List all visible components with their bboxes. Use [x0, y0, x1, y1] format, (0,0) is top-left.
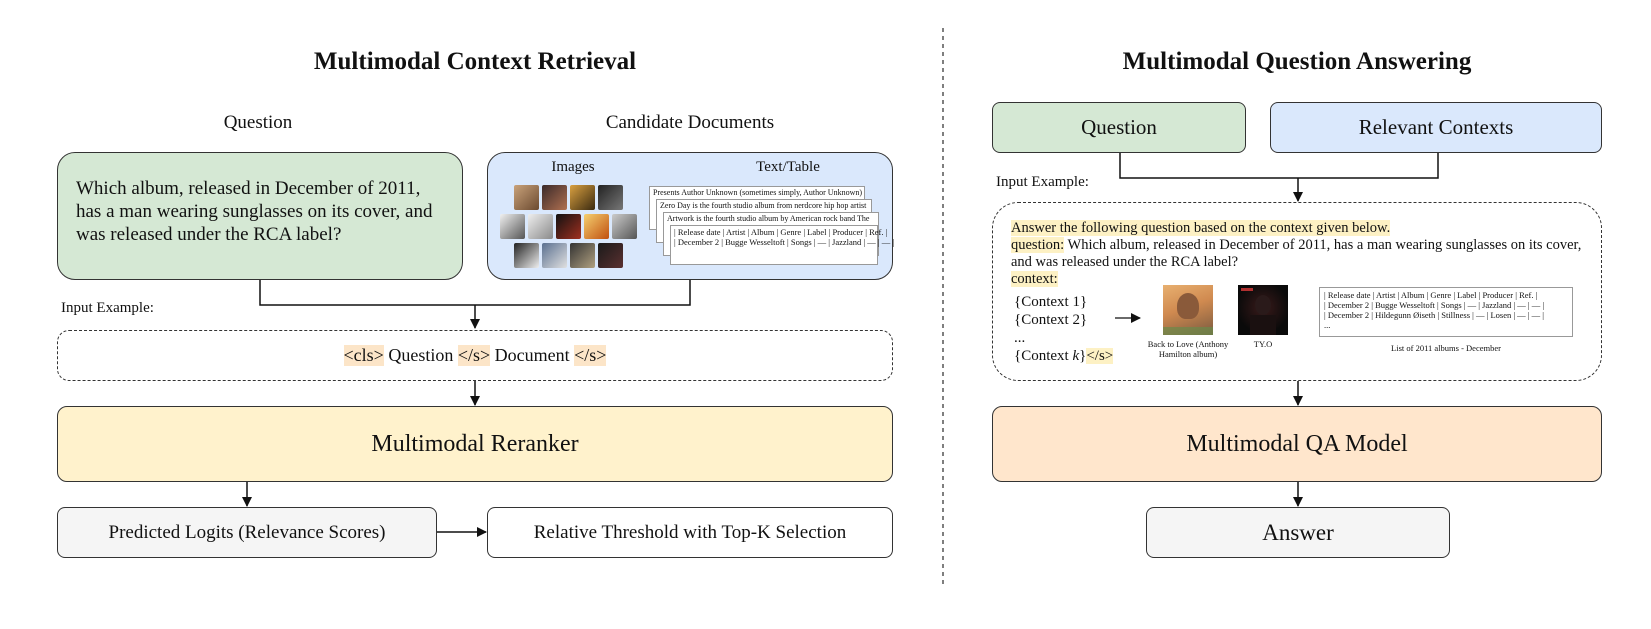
album-thumb [514, 185, 539, 210]
album-cover-back-to-love [1163, 285, 1213, 335]
sep-token: </s> [1086, 348, 1114, 364]
context-k: {Context k}</s> [1014, 348, 1114, 364]
doc-table-line: | December 2 | Bugge Wesseltoft | Songs … [674, 237, 895, 247]
relative-threshold-box: Relative Threshold with Top-K Selection [487, 507, 893, 558]
context-prefix: context: [1011, 271, 1058, 287]
album-thumb [528, 214, 553, 239]
predicted-logits-box: Predicted Logits (Relevance Scores) [57, 507, 437, 558]
album-thumb [542, 185, 567, 210]
album-thumb [514, 243, 539, 268]
multimodal-qa-model-box: Multimodal QA Model [992, 406, 1602, 482]
right-input-example-label: Input Example: [996, 174, 1089, 190]
left-input-example-label: Input Example: [61, 300, 154, 316]
album1-caption: Back to Love (Anthony Hamilton album) [1147, 339, 1229, 359]
question-text: Which album, released in December of 201… [76, 178, 433, 245]
album-thumb [598, 185, 623, 210]
album-thumb [570, 185, 595, 210]
cls-token: <cls> [343, 345, 384, 366]
answer-box: Answer [1146, 507, 1450, 558]
album2-caption: TY.O [1253, 339, 1273, 349]
doc-table-line: | Release date | Artist | Album | Genre … [674, 227, 888, 237]
table-context: | Release date | Artist | Album | Genre … [1319, 287, 1573, 337]
table-line: ... [1324, 320, 1331, 330]
album-thumb [570, 243, 595, 268]
album-thumb [556, 214, 581, 239]
question-box: Which album, released in December of 201… [57, 152, 463, 280]
album-thumb [584, 214, 609, 239]
arrow-question-docs-to-input [259, 279, 691, 306]
context-1: {Context 1} [1014, 294, 1088, 310]
right-question-box: Question [992, 102, 1246, 153]
text-table-label: Text/Table [756, 159, 820, 175]
question-prefix: question: [1011, 237, 1065, 253]
qa-input-example-box: Answer the following question based on t… [992, 202, 1602, 381]
question-token: Question [383, 345, 458, 365]
images-label: Images [551, 159, 595, 175]
doc-table-card: | Release date | Artist | Album | Genre … [670, 225, 895, 265]
sep-token: </s> [457, 345, 491, 366]
album-cover-tyo [1238, 285, 1288, 335]
album-thumb [612, 214, 637, 239]
question-label: Question [223, 112, 293, 133]
arrow-question-contexts-to-input [1119, 153, 1439, 179]
document-token: Document [490, 345, 575, 365]
candidate-documents-box: Images Text/Table Presents Author Unknow… [487, 152, 895, 280]
album-thumb [500, 214, 525, 239]
instruction-text: Answer the following question based on t… [1011, 220, 1391, 236]
left-title: Multimodal Context Retrieval [313, 48, 637, 75]
album-thumb [598, 243, 623, 268]
qa-prompt-text: Answer the following question based on t… [1011, 220, 1591, 288]
context-list: {Context 1} {Context 2} ... {Context k}<… [1014, 293, 1114, 365]
multimodal-reranker-box: Multimodal Reranker [57, 406, 893, 482]
left-input-example-box: <cls> Question </s> Document </s> [57, 330, 893, 381]
context-2: {Context 2} [1014, 312, 1088, 328]
relevant-contexts-box: Relevant Contexts [1270, 102, 1602, 153]
context-ellipsis: ... [1014, 330, 1026, 346]
candidate-documents-label: Candidate Documents [605, 112, 775, 133]
table-line: | December 2 | Bugge Wesseltoft | Songs … [1324, 300, 1545, 310]
table-line: | December 2 | Hildegunn Øiseth | Stilln… [1324, 310, 1544, 320]
qa-question-text: Which album, released in December of 201… [1011, 237, 1582, 270]
right-title: Multimodal Question Answering [1122, 48, 1472, 75]
table-line: | Release date | Artist | Album | Genre … [1324, 290, 1538, 300]
table-caption: List of 2011 albums - December [1391, 343, 1501, 353]
album-thumb [542, 243, 567, 268]
sep-token: </s> [574, 345, 607, 366]
